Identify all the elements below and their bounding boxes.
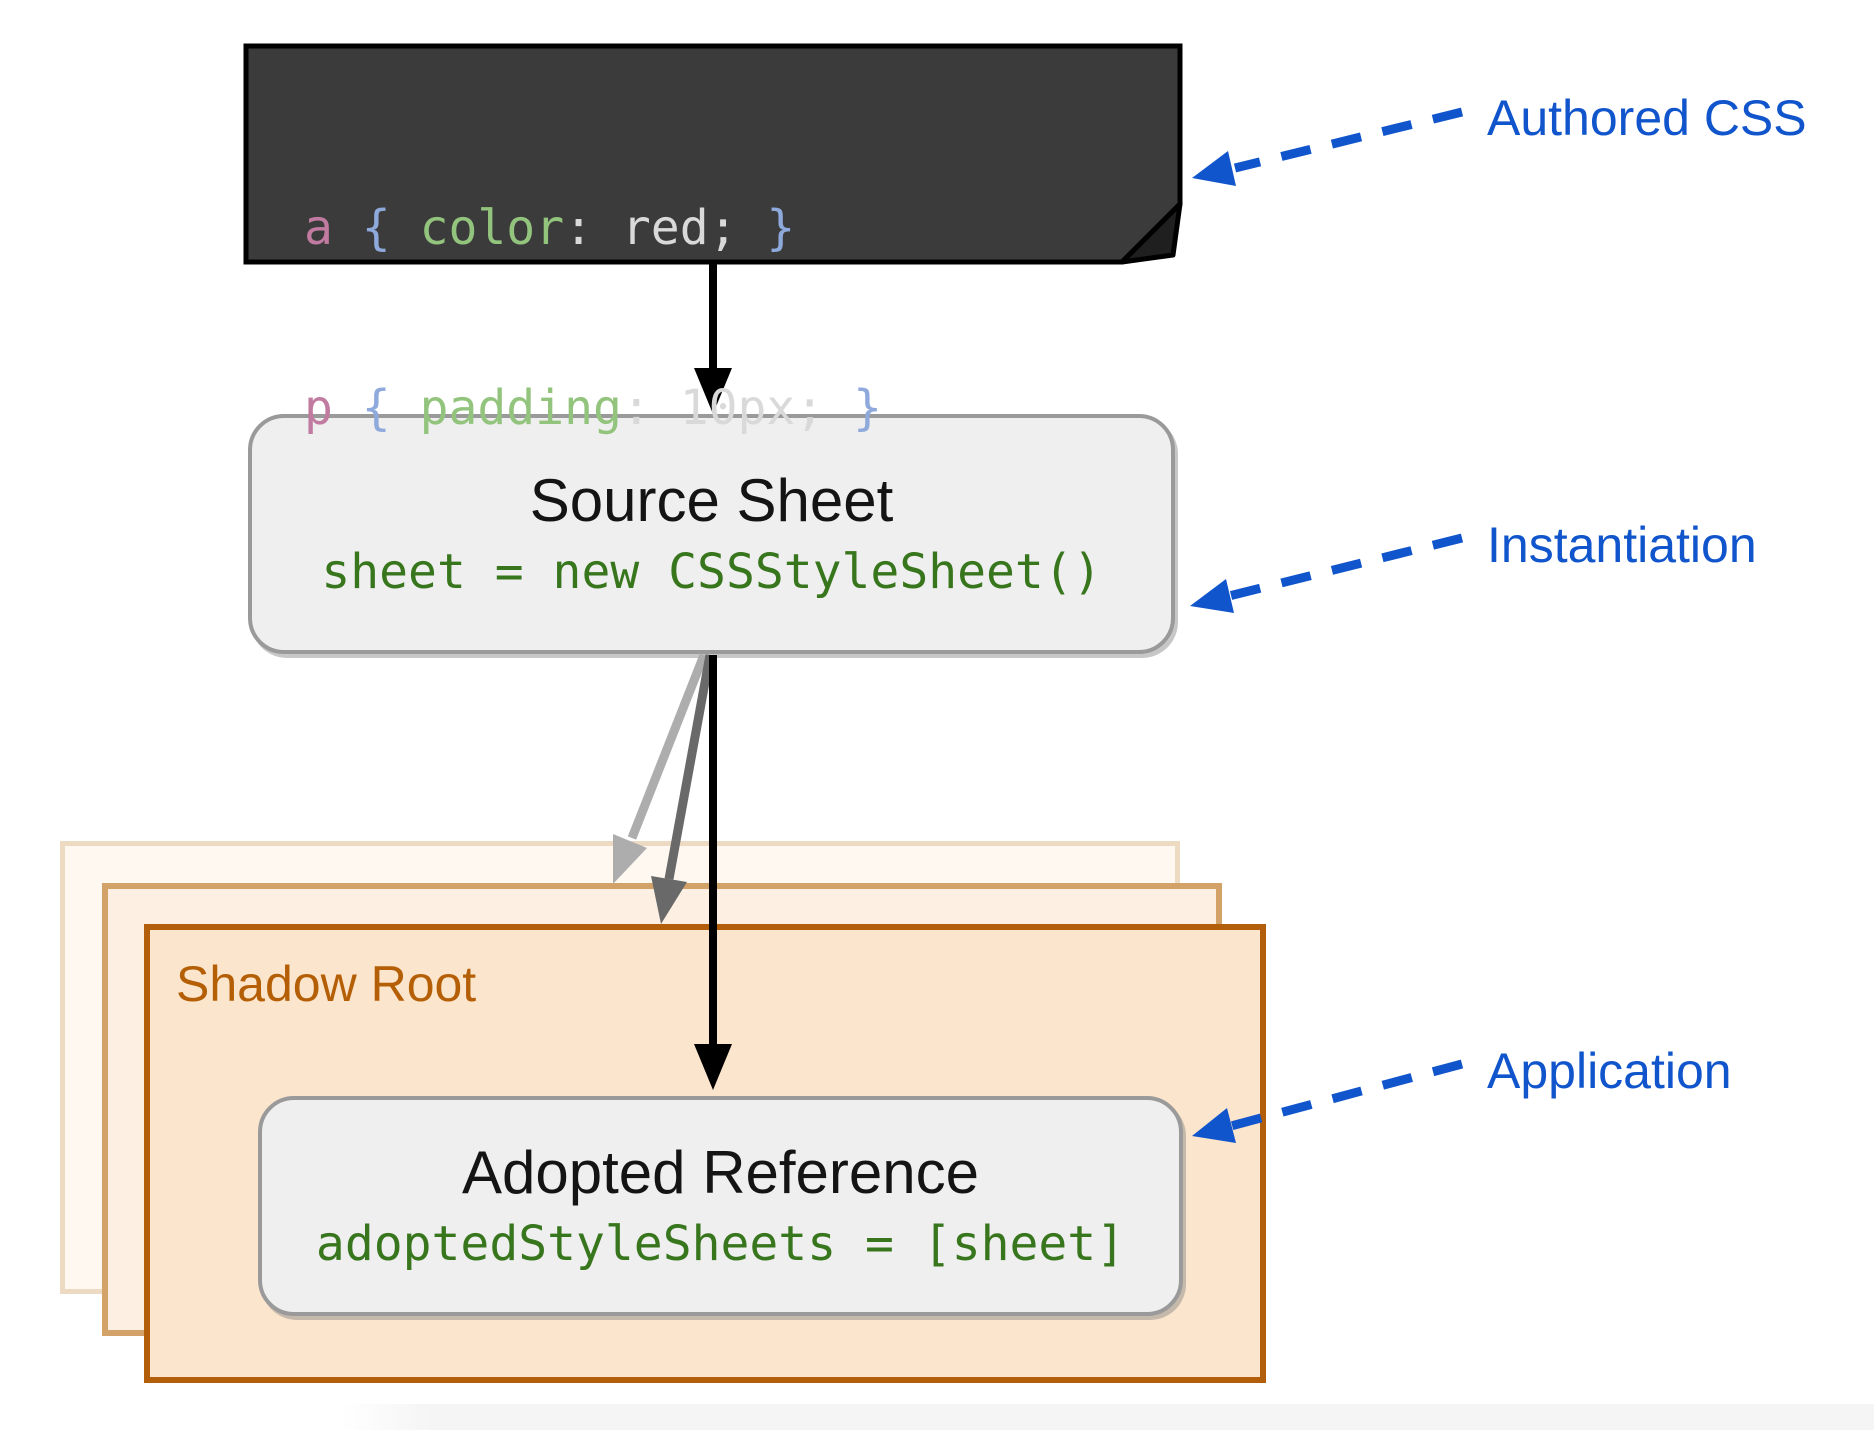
css-selector: p xyxy=(304,380,333,436)
css-brace: { xyxy=(332,380,420,436)
css-property: color xyxy=(419,200,565,256)
css-brace: { xyxy=(332,200,420,256)
annotation-application: Application xyxy=(1487,1043,1732,1099)
adopted-reference-title: Adopted Reference xyxy=(461,1139,980,1206)
css-value: : 10px; xyxy=(621,380,854,436)
adopted-reference-code: adoptedStyleSheets = [sheet] xyxy=(315,1216,1126,1272)
adopted-reference-node: Adopted Reference adoptedStyleSheets = [… xyxy=(258,1096,1183,1316)
shadow-root-label: Shadow Root xyxy=(176,956,477,1012)
css-property: padding xyxy=(419,380,622,436)
css-brace: } xyxy=(766,200,796,256)
css-brace: } xyxy=(853,380,882,436)
shadow-root-box: Shadow Root Adopted Reference adoptedSty… xyxy=(144,924,1266,1383)
css-rule-line: a { color: red; } xyxy=(304,198,1180,258)
source-sheet-code: sheet = new CSSStyleSheet() xyxy=(321,544,1102,600)
css-rule-line: p { padding: 10px; } xyxy=(304,378,1180,438)
annotation-instantiation: Instantiation xyxy=(1487,517,1757,573)
annotation-authored-css: Authored CSS xyxy=(1487,90,1807,146)
page-footer-strip xyxy=(340,1404,1874,1430)
authored-css-code: a { color: red; } p { padding: 10px; } xyxy=(246,46,1180,436)
css-selector: a xyxy=(304,200,333,256)
source-sheet-node: Source Sheet sheet = new CSSStyleSheet() xyxy=(248,414,1175,654)
source-sheet-title: Source Sheet xyxy=(529,467,894,534)
css-value: : red; xyxy=(564,200,767,256)
